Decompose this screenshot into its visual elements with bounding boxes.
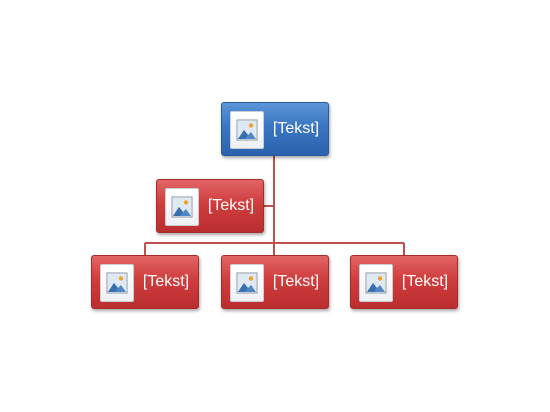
org-node-child-1[interactable]: [Tekst] [91, 255, 199, 309]
org-node-label: [Tekst] [401, 273, 449, 290]
org-node-label: [Tekst] [207, 197, 255, 214]
org-node-child-2[interactable]: [Tekst] [221, 255, 329, 309]
picture-placeholder-icon[interactable] [100, 264, 134, 302]
picture-placeholder-icon[interactable] [359, 264, 393, 302]
org-node-label: [Tekst] [142, 273, 190, 290]
picture-placeholder-icon[interactable] [230, 264, 264, 302]
org-node-child-3[interactable]: [Tekst] [350, 255, 458, 309]
org-node-assistant[interactable]: [Tekst] [156, 179, 264, 233]
org-node-top[interactable]: [Tekst] [221, 102, 329, 156]
picture-placeholder-icon[interactable] [165, 188, 199, 226]
org-node-label: [Tekst] [272, 120, 320, 137]
org-node-label: [Tekst] [272, 273, 320, 290]
picture-placeholder-icon[interactable] [230, 111, 264, 149]
